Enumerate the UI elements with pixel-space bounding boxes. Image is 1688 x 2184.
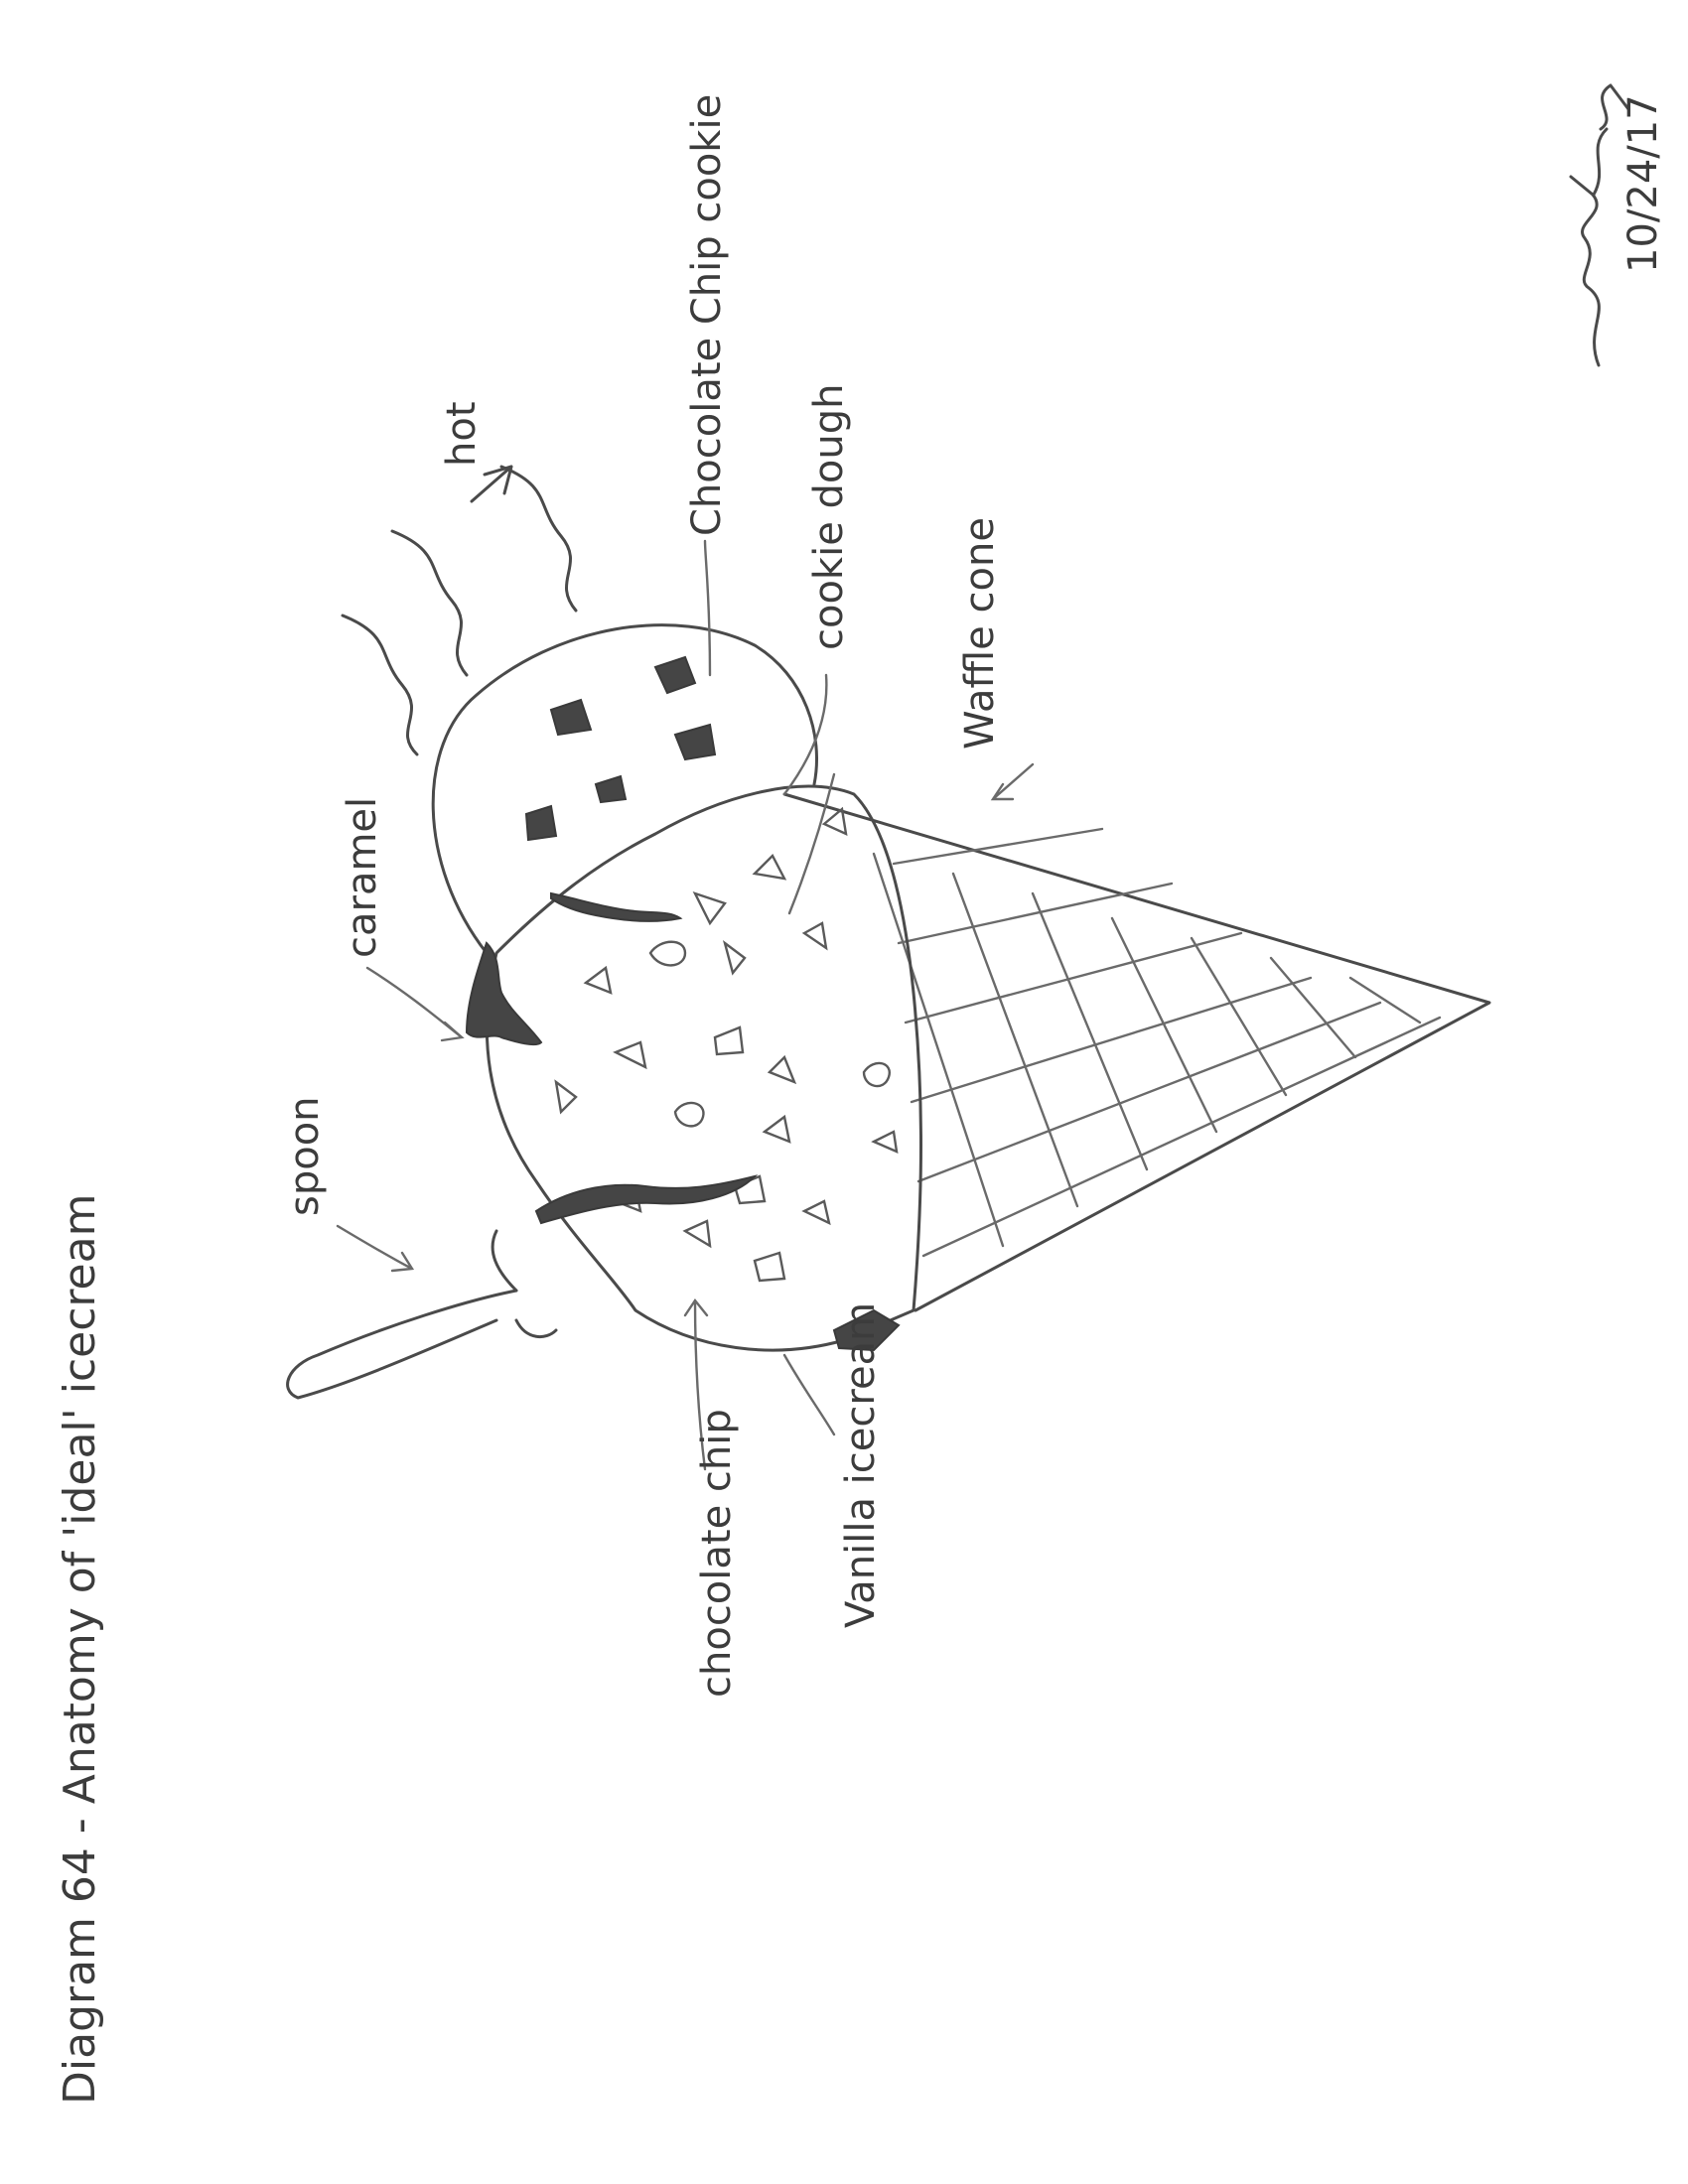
label-caramel: caramel bbox=[340, 797, 385, 958]
cookie-chip bbox=[655, 657, 695, 693]
label-waffle-cone: Waffle cone bbox=[957, 517, 1003, 750]
signature-date: 10/24/17 bbox=[1620, 94, 1666, 273]
chocolate-chip-cookie bbox=[433, 625, 816, 953]
spoon bbox=[288, 1231, 556, 1398]
caramel bbox=[467, 893, 755, 1223]
label-cookie-dough: cookie dough bbox=[806, 384, 852, 651]
label-vanilla-icecream: Vanilla icecream bbox=[838, 1302, 884, 1628]
cookie-chip bbox=[675, 725, 715, 759]
cookie-chip bbox=[596, 776, 626, 802]
waffle-cone bbox=[784, 794, 1489, 1310]
label-chocolate-chip-cookie: Chocolate Chip cookie bbox=[684, 94, 730, 536]
waffle-grid bbox=[874, 829, 1440, 1256]
vanilla-icecream-scoop bbox=[487, 786, 920, 1350]
label-hot: hot bbox=[439, 401, 485, 467]
diagram-title: Diagram 64 - Anatomy of 'ideal' icecream bbox=[55, 1194, 105, 2105]
cookie-chip bbox=[551, 700, 591, 735]
label-spoon: spoon bbox=[282, 1096, 328, 1216]
cookie-chip bbox=[526, 806, 556, 840]
label-chocolate-chip: chocolate chip bbox=[694, 1409, 740, 1698]
cookie-dough-chunks bbox=[556, 809, 897, 1281]
